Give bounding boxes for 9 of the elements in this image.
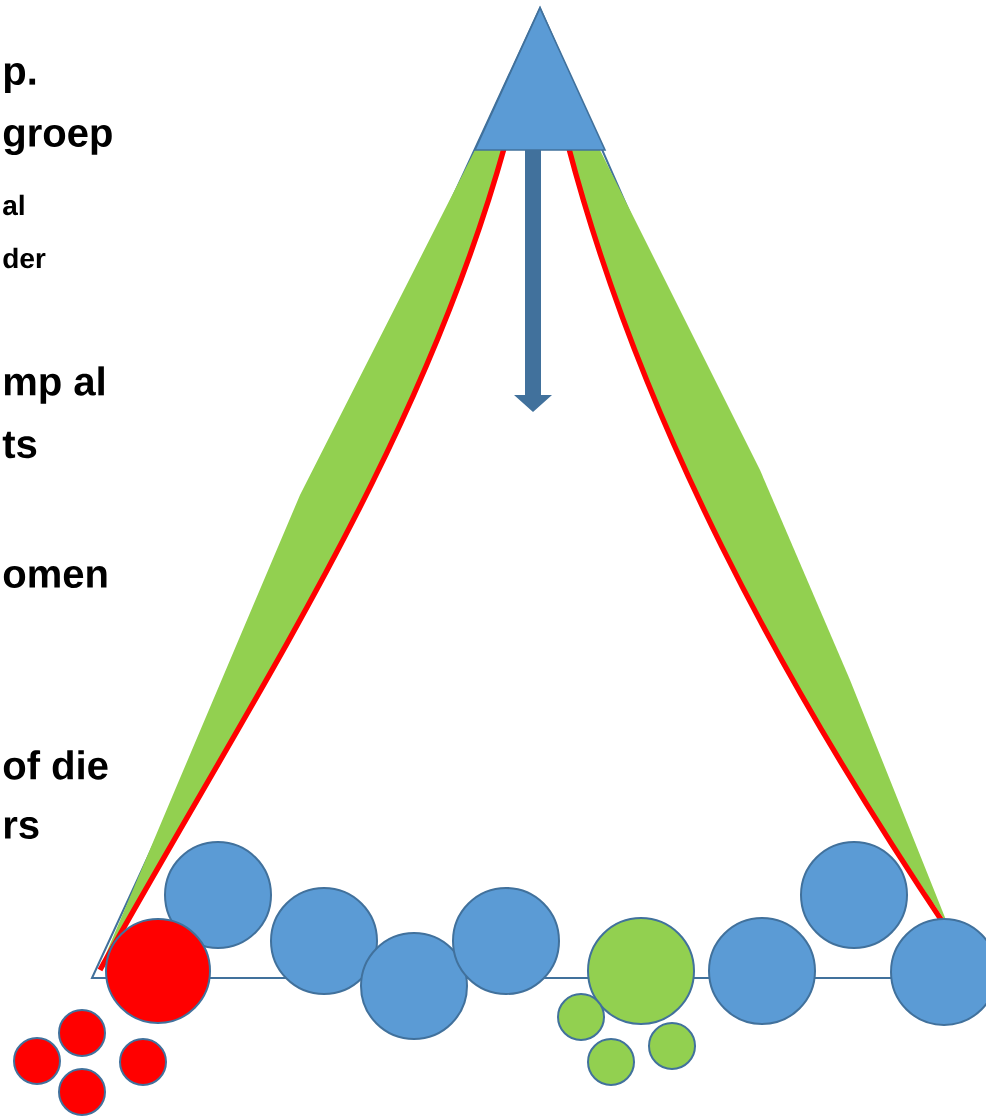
text-fragment: omen <box>3 566 107 588</box>
text-fragment: ts <box>2 431 37 459</box>
text-fragment: mp al <box>4 366 104 404</box>
text-fragment: groep <box>3 124 112 155</box>
text-fragment: p. <box>4 63 36 93</box>
text-fragment: of die <box>3 750 108 780</box>
text-fragment: rs <box>4 817 39 839</box>
text-fragment: der <box>3 247 46 269</box>
text-fragment: al <box>3 194 24 216</box>
